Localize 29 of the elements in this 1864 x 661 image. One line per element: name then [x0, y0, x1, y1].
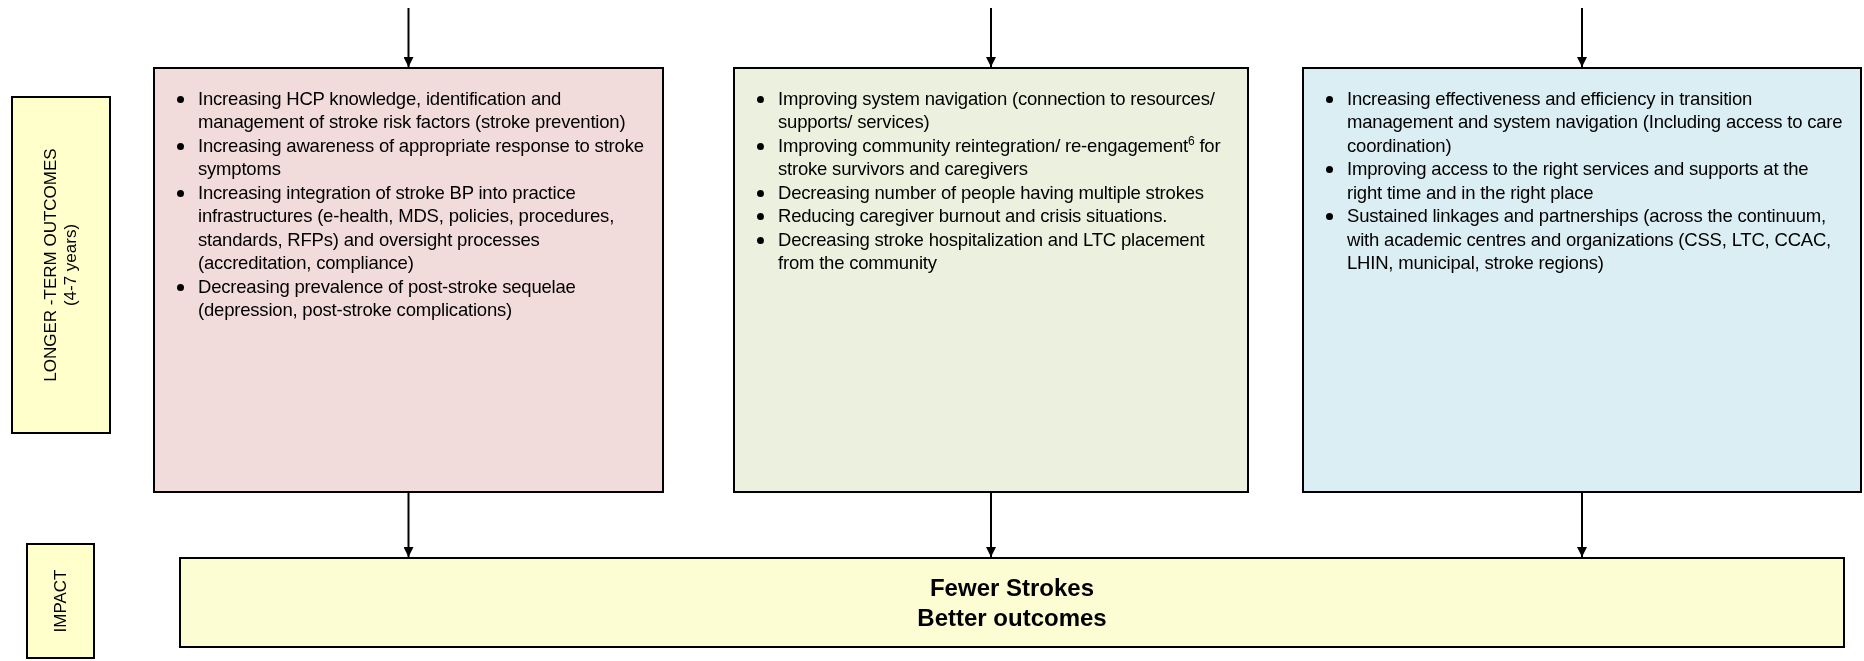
side-label-box [26, 543, 95, 659]
bullet-item: Improving system navigation (connection to resources/ supports/ services) [778, 87, 1216, 134]
side-label: (4-7 years) [61, 223, 81, 307]
side-label: IMPACT [50, 569, 71, 633]
outcome-box [1302, 67, 1862, 493]
impact-text: Fewer Strokes [929, 572, 1095, 603]
bullet-item: Increasing integration of stroke BP into practice infrastructures (e-health, MDS, policies, procedures, standards, RFPs) and oversight processes (accreditation, compliance) [198, 180, 616, 275]
bullet-item: Increasing HCP knowledge, identification and management of stroke risk factors (stroke prevention) [198, 87, 627, 134]
bullet-item: Improving community reintegration/ re-engagement$^{6}$ for stroke survivors and caregivers [778, 133, 1222, 181]
arrow [1577, 7, 1587, 68]
bullet-item: Decreasing prevalence of post-stroke sequelae (depression, post-stroke complications) [198, 274, 577, 322]
arrow [986, 7, 996, 68]
bullet-item: Increasing awareness of appropriate response to stroke symptoms [198, 133, 645, 181]
bullet-item: Improving access to the right services and supports at the right time and in the right place [1347, 157, 1810, 205]
bullet-item: Sustained linkages and partnerships (across the continuum, with academic centres and organizations (CSS, LTC, CCAC, LHIN, municipal, stroke regions) [1347, 204, 1833, 275]
side-label-box [11, 96, 111, 434]
arrow [403, 492, 414, 558]
side-label: LONGER -TERM OUTCOMES [40, 148, 61, 382]
arrow [403, 7, 414, 68]
bullet-item: Increasing effectiveness and efficiency in transition management and system navigation (Including access to care coordination) [1347, 87, 1844, 158]
arrow [986, 492, 996, 558]
impact-text: Better outcomes [917, 602, 1107, 633]
bullet-item: Decreasing stroke hospitalization and LTC placement from the community [778, 227, 1206, 275]
arrow [1577, 492, 1587, 558]
outcome-box [733, 67, 1249, 493]
outcome-box [153, 67, 664, 493]
bullet-item: Decreasing number of people having multiple strokes [778, 180, 1204, 205]
bullet-item: Reducing caregiver burnout and crisis situations. [778, 204, 1168, 228]
impact-box [179, 557, 1845, 648]
